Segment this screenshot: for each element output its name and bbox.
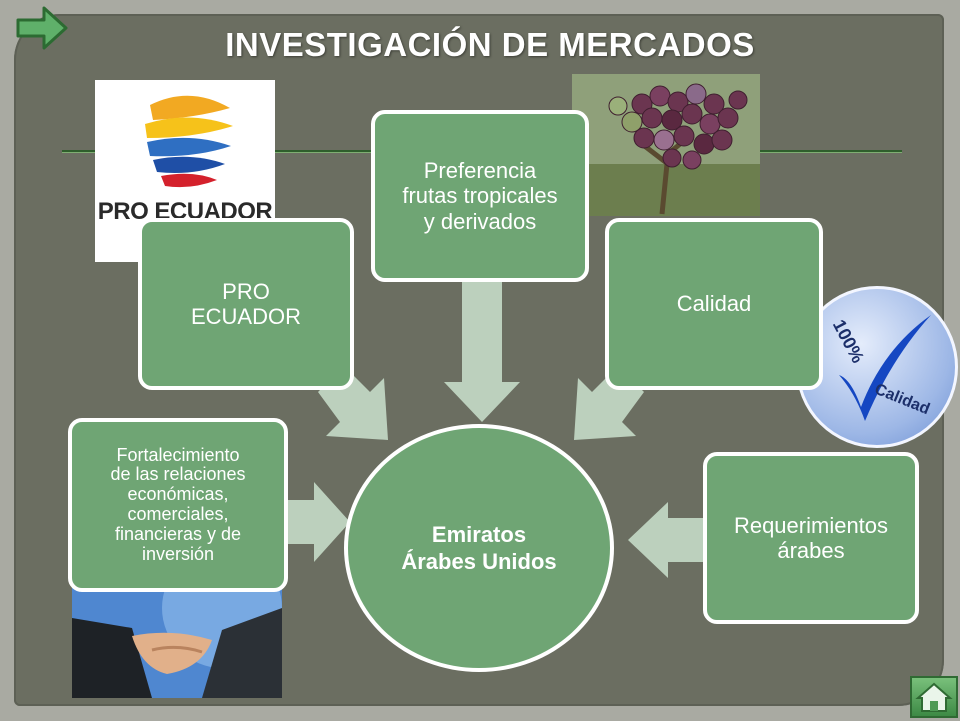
node-calidad: Calidad [605,218,823,390]
arrow-preferencia [444,282,520,422]
center-line1: Emiratos [431,521,527,547]
node-requerimientos: Requerimientos árabes [703,452,919,624]
node-pro-ecuador: PRO ECUADOR [138,218,354,390]
page-title: INVESTIGACIÓN DE MERCADOS [225,26,755,63]
node-preferencia: Preferencia frutas tropicales y derivado… [371,110,589,282]
node-pro-ecuador-line2: ECUADOR [190,304,301,329]
node-fortalecimiento-line3: económicas, [127,484,229,505]
node-pro-ecuador-line1: PRO [222,278,270,304]
arrow-fortalecimiento [286,482,350,562]
node-fortalecimiento: Fortalecimiento de las relaciones económ… [68,418,288,592]
center-line2: Árabes Unidos [401,549,557,574]
node-requerimientos-line2: árabes [777,538,845,563]
node-preferencia-line3: y derivados [423,208,537,234]
arrow-requerimientos [628,502,708,578]
node-requerimientos-line1: Requerimientos [733,512,889,538]
handshake-photo [72,588,282,698]
grapes-photo [572,74,760,216]
logo-ribbon-graphic [145,95,233,188]
node-calidad-label: Calidad [676,291,752,317]
node-center-emiratos: Emiratos Árabes Unidos [344,424,614,672]
home-button[interactable] [910,676,958,718]
checkmark-icon [839,315,931,421]
node-fortalecimiento-line4: comerciales, [127,504,229,524]
node-fortalecimiento-line6: inversión [141,543,215,564]
node-preferencia-line2: frutas tropicales [402,183,558,209]
home-icon [915,682,953,712]
node-fortalecimiento-line1: Fortalecimiento [116,444,240,465]
node-fortalecimiento-line5: financieras y de [114,523,242,544]
node-fortalecimiento-line2: de las relaciones [110,464,246,485]
node-preferencia-line1: Preferencia [423,158,537,184]
forward-arrow-icon[interactable] [14,4,70,52]
